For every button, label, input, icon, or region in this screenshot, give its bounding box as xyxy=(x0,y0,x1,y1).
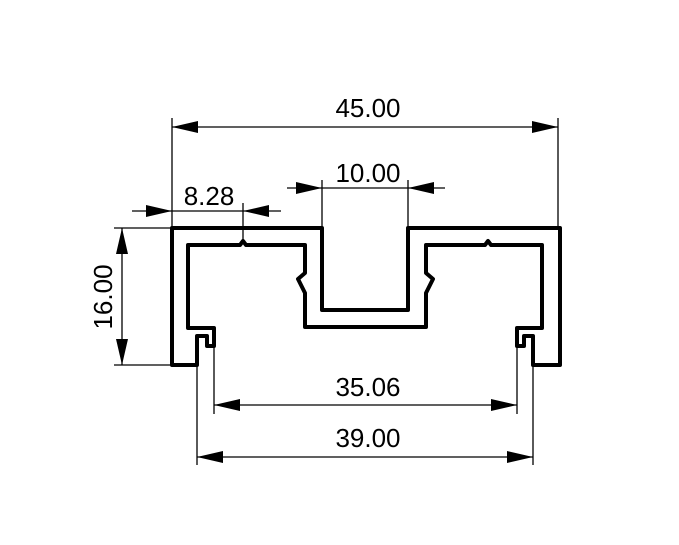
dimension-height: 16.00 xyxy=(88,227,172,366)
dimension-channel-width: 10.00 xyxy=(287,158,445,228)
dimension-label-notch-offset: 8.28 xyxy=(184,181,235,211)
dimension-outer-slot-span: 39.00 xyxy=(196,365,534,465)
dimension-notch-offset: 8.28 xyxy=(132,181,281,241)
dimension-label-inner-slot-span: 35.06 xyxy=(335,372,400,402)
dimension-label-overall-width: 45.00 xyxy=(335,93,400,123)
dimension-label-channel-width: 10.00 xyxy=(335,158,400,188)
dimension-label-height: 16.00 xyxy=(88,264,118,329)
profile-outer-contour xyxy=(170,226,562,367)
dimension-inner-slot-span: 35.06 xyxy=(213,346,518,414)
dimension-label-outer-slot-span: 39.00 xyxy=(335,423,400,453)
dimension-overall-width: 45.00 xyxy=(171,93,559,228)
